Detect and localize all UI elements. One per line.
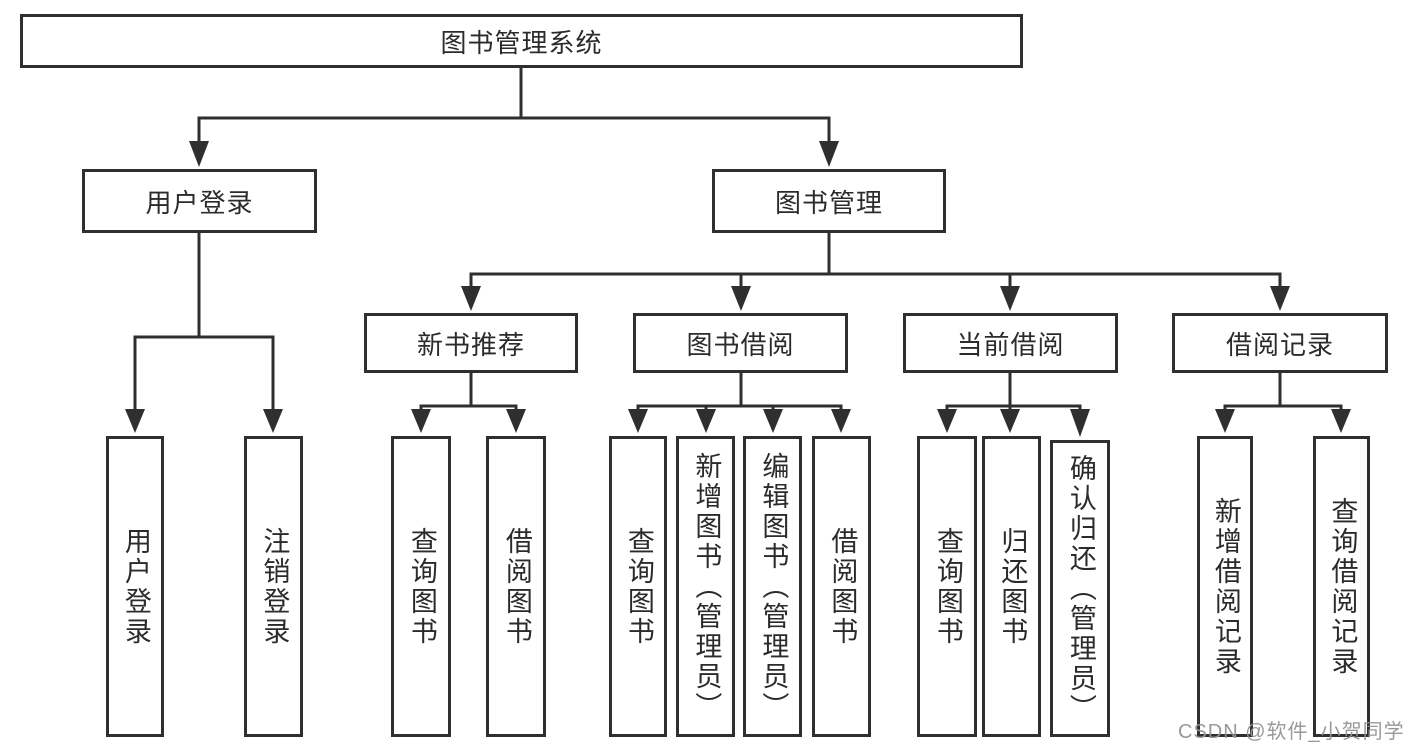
node-label: 当前借阅: [956, 329, 1065, 360]
node-label: 借阅图书: [501, 526, 532, 647]
node-label: 图书管理系统: [440, 27, 603, 58]
node-leaf-return-books: 归还图书: [982, 436, 1041, 737]
node-label: 图书借阅: [686, 329, 795, 360]
node-book-management: 图书管理: [712, 169, 946, 233]
node-leaf-confirm-return-admin: 确认归还（管理员）: [1050, 440, 1110, 737]
node-leaf-borrow-books-rec: 借阅图书: [486, 436, 546, 737]
node-label: 图书管理: [774, 187, 883, 218]
node-leaf-add-books-admin: 新增图书（管理员）: [676, 436, 735, 737]
node-leaf-add-borrow-record: 新增借阅记录: [1197, 436, 1253, 737]
node-label: 查询图书: [406, 526, 437, 647]
node-borrowing-records: 借阅记录: [1172, 313, 1388, 373]
node-label: 新增借阅记录: [1210, 496, 1241, 677]
node-label: 用户登录: [145, 187, 254, 218]
node-label: 编辑图书（管理员）: [758, 451, 789, 722]
node-label: 新书推荐: [416, 329, 525, 360]
node-label: 用户登录: [120, 526, 151, 647]
node-new-book-recommend: 新书推荐: [364, 313, 578, 373]
node-leaf-query-books-rec: 查询图书: [391, 436, 451, 737]
node-label: 查询图书: [932, 526, 963, 647]
node-leaf-query-books-cb: 查询图书: [917, 436, 977, 737]
node-current-borrowing: 当前借阅: [903, 313, 1118, 373]
node-leaf-query-books-bb: 查询图书: [609, 436, 667, 737]
node-leaf-edit-books-admin: 编辑图书（管理员）: [743, 436, 802, 737]
node-label: 查询借阅记录: [1327, 496, 1358, 677]
node-label: 归还图书: [997, 526, 1028, 647]
csdn-watermark: CSDN @软件_小贺同学: [1178, 721, 1405, 743]
node-leaf-logout: 注销登录: [244, 436, 303, 737]
node-label: 借阅图书: [827, 526, 858, 647]
node-label: 新增图书（管理员）: [691, 451, 722, 722]
node-leaf-user-login: 用户登录: [106, 436, 164, 737]
node-library-system-root: 图书管理系统: [20, 14, 1023, 68]
node-label: 注销登录: [259, 526, 290, 647]
node-label: 借阅记录: [1225, 329, 1334, 360]
node-leaf-query-borrow-record: 查询借阅记录: [1313, 436, 1370, 737]
node-book-borrowing: 图书借阅: [633, 313, 848, 373]
node-label: 查询图书: [623, 526, 654, 647]
node-leaf-borrow-books-bb: 借阅图书: [812, 436, 871, 737]
node-label: 确认归还（管理员）: [1065, 453, 1096, 724]
node-user-login: 用户登录: [82, 169, 317, 233]
